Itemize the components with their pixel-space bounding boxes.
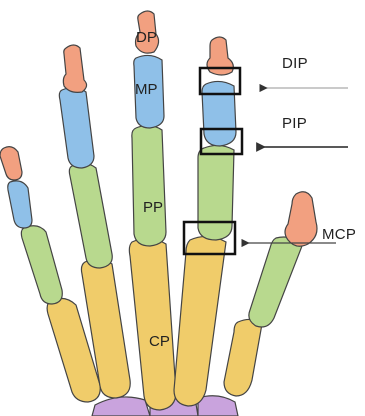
dist-bone [63, 45, 86, 92]
label-pip-joint: PIP [282, 116, 307, 131]
mid-bone [59, 87, 94, 168]
meta-bone [129, 238, 176, 410]
prox-bone [132, 125, 166, 246]
finger-thumb [224, 192, 317, 396]
label-proximal-phalanx: PP [143, 200, 163, 215]
mid-bone [8, 181, 32, 228]
label-carpal: CP [149, 334, 170, 349]
mid-bone [202, 81, 236, 146]
prox-bone [249, 237, 302, 327]
dist-bone [285, 192, 317, 247]
carpal-bone [92, 397, 150, 416]
prox-bone [21, 226, 62, 304]
meta-bone [174, 236, 226, 406]
label-dip-joint: DIP [282, 56, 308, 71]
label-distal-phalanx: DP [136, 30, 157, 45]
dist-bone [0, 147, 22, 180]
label-middle-phalanx: MP [135, 82, 158, 97]
label-mcp-joint: MCP [322, 227, 356, 242]
carpal-bone [198, 396, 238, 416]
prox-bone [69, 163, 112, 268]
meta-bone [224, 319, 262, 396]
prox-bone [198, 145, 234, 240]
dist-bone [207, 37, 233, 75]
